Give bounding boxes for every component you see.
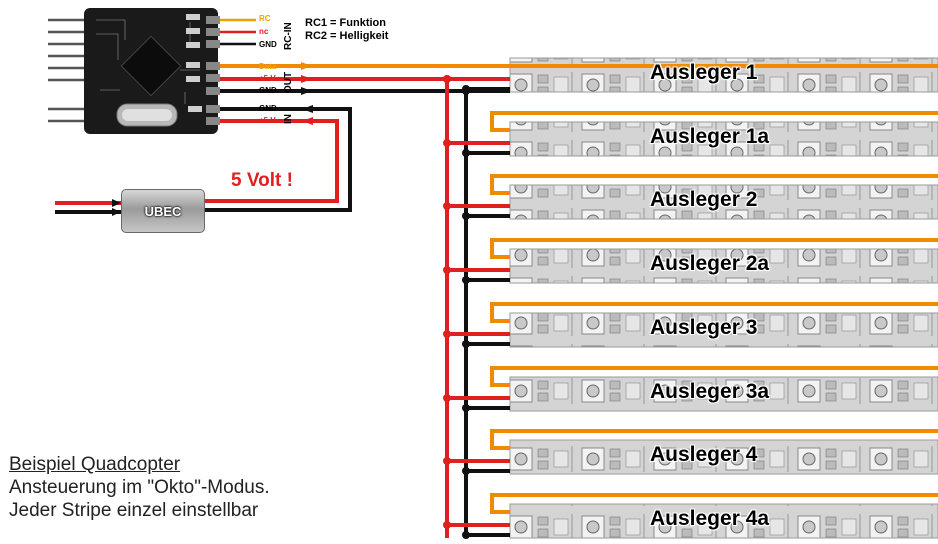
- led-strip: [509, 503, 938, 539]
- strip-label: Ausleger 2a: [650, 252, 770, 275]
- strip-data-wire: [490, 493, 938, 514]
- caption-line-3: Jeder Stripe einzel einstellbar: [9, 500, 259, 521]
- led-strip: [509, 121, 938, 157]
- strip-label: Ausleger 4: [650, 443, 758, 466]
- strip-label: Ausleger 1: [650, 61, 758, 84]
- caption-line-2: Ansteuerung im "Okto"-Modus.: [9, 477, 270, 498]
- ground-junction-dot: [462, 467, 470, 475]
- ground-junction-dot: [462, 276, 470, 284]
- nc-pin-label: nc: [259, 27, 269, 36]
- power-junction-dot: [443, 521, 451, 529]
- led-strip: [509, 184, 938, 220]
- strip-data-wire: [490, 302, 938, 323]
- out-gnd-pin-label: GND: [259, 86, 277, 95]
- strip-data-wire: [490, 238, 938, 259]
- strip-label: Ausleger 4a: [650, 507, 770, 530]
- strip-data-wire: [490, 429, 938, 450]
- rc1-note: RC1 = Funktion: [305, 17, 386, 29]
- rc-in-section-label: RC-IN: [283, 22, 294, 50]
- strip-label: Ausleger 3a: [650, 380, 770, 403]
- strip-label: Ausleger 3: [650, 316, 758, 339]
- strip-label: Ausleger 1a: [650, 125, 770, 148]
- ground-junction-dot: [462, 212, 470, 220]
- in-gnd-pin-label: GND: [259, 104, 277, 113]
- power-junction-dot: [443, 330, 451, 338]
- ubec-label: UBEC: [144, 203, 182, 219]
- ground-junction-dot: [462, 404, 470, 412]
- in-5v-pin-label: +5 V: [259, 116, 276, 125]
- power-junction-dot: [443, 394, 451, 402]
- caption-title: Beispiel Quadcopter: [9, 454, 181, 475]
- out-5v-pin-label: +5 V: [259, 74, 276, 83]
- ubec-power-wire: [204, 119, 339, 203]
- ground-junction-dot: [462, 87, 470, 95]
- led-strip: [509, 376, 938, 412]
- ubec-ground-wire: [204, 107, 352, 212]
- rc2-note: RC2 = Helligkeit: [305, 30, 389, 42]
- led-strip: [509, 57, 938, 93]
- data-pin-label: Data: [259, 62, 277, 71]
- out-section-label: OUT: [283, 71, 294, 93]
- rc-pin-label: RC: [259, 14, 271, 23]
- power-junction-dot: [443, 202, 451, 210]
- ground-junction-dot: [462, 340, 470, 348]
- power-junction-dot: [443, 266, 451, 274]
- led-strip: [509, 248, 938, 284]
- wire-layer: [55, 62, 938, 538]
- strip-data-wire: [490, 174, 938, 195]
- controller-board: [48, 8, 256, 134]
- in-section-label: IN: [283, 114, 294, 124]
- strip-label: Ausleger 2: [650, 188, 758, 211]
- voltage-warning: 5 Volt !: [231, 170, 293, 191]
- strip-data-wire: [490, 111, 938, 132]
- led-strips: [509, 57, 938, 539]
- ubec-module: UBEC: [121, 189, 205, 233]
- led-strip: [509, 312, 938, 348]
- rc-gnd-pin-label: GND: [259, 40, 277, 49]
- power-junction-dot: [443, 139, 451, 147]
- ground-junction-dot: [462, 149, 470, 157]
- led-strip: [509, 439, 938, 475]
- junction-dots: [443, 75, 470, 539]
- strip-data-wire: [490, 366, 938, 387]
- power-junction-dot: [443, 457, 451, 465]
- power-junction-dot: [443, 75, 451, 83]
- ground-junction-dot: [462, 531, 470, 539]
- diagram-caption: Beispiel Quadcopter Ansteuerung im "Okto…: [9, 453, 270, 522]
